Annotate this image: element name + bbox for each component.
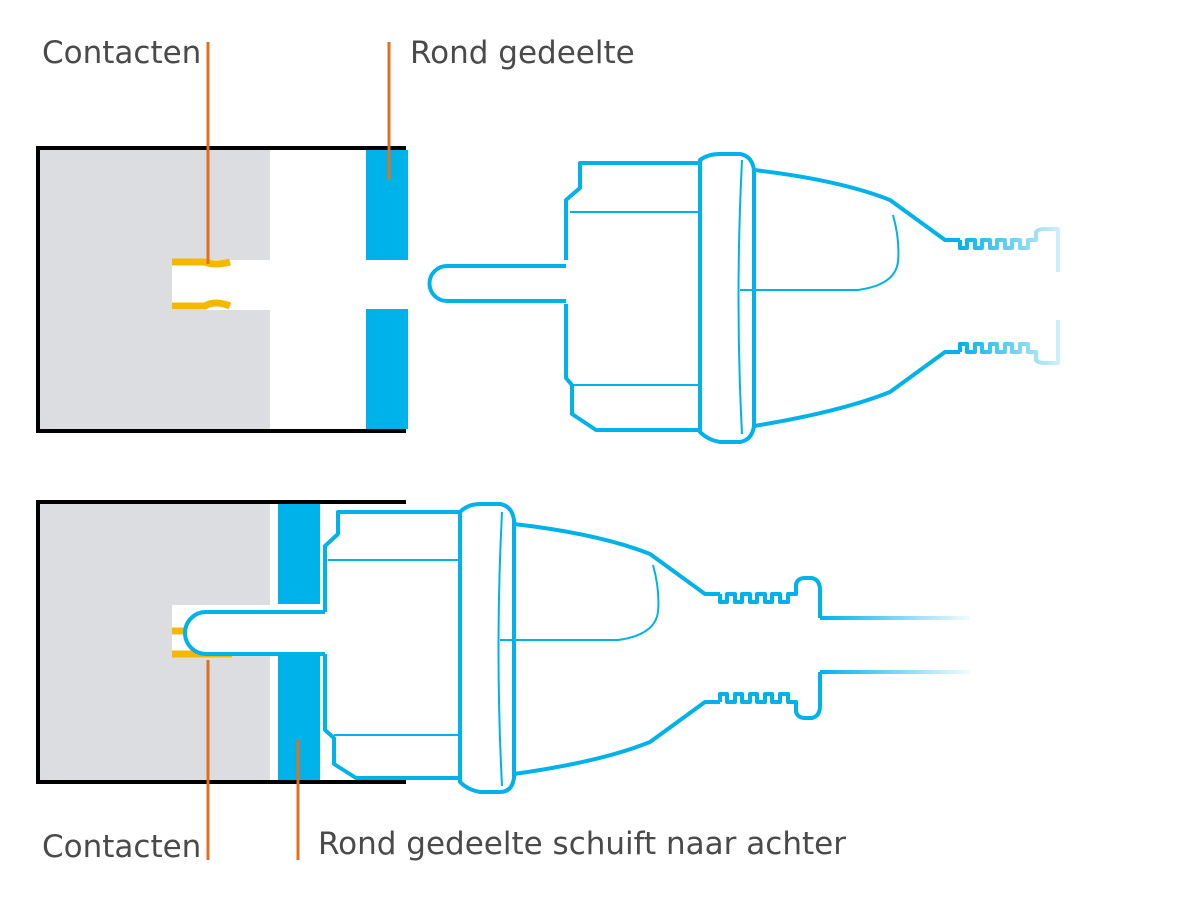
bottom-socket-outline <box>36 500 406 784</box>
bottom-plug-body <box>323 510 462 780</box>
top-scene <box>36 42 1060 444</box>
top-plug-grip <box>958 227 1060 272</box>
bottom-round-part-label: Rond gedeelte schuift naar achter <box>318 826 846 862</box>
bottom-contacts-label: Contacten <box>42 829 202 865</box>
top-round-part-label: Rond gedeelte <box>410 35 635 71</box>
top-plug-pin <box>427 264 566 303</box>
top-round-part-upper <box>366 150 408 260</box>
top-contact-upper <box>172 258 231 268</box>
bottom-plug-cable <box>820 616 970 674</box>
bottom-plug-collar <box>458 502 516 794</box>
top-contact-lower <box>172 299 232 310</box>
bottom-plug-grip <box>718 576 822 618</box>
bottom-plug-pin <box>183 610 325 656</box>
top-plug-collar <box>698 152 756 444</box>
bottom-scene <box>36 500 970 860</box>
top-plug-cone <box>753 168 960 428</box>
bottom-round-part-upper <box>278 504 320 604</box>
bottom-plug <box>183 502 970 794</box>
top-plug-body <box>564 161 702 432</box>
top-plug <box>427 152 1060 444</box>
top-round-part-lower <box>366 309 408 429</box>
bottom-plug-cone <box>513 522 720 776</box>
top-contacts-label: Contacten <box>42 35 202 71</box>
top-socket-outline <box>36 146 406 433</box>
